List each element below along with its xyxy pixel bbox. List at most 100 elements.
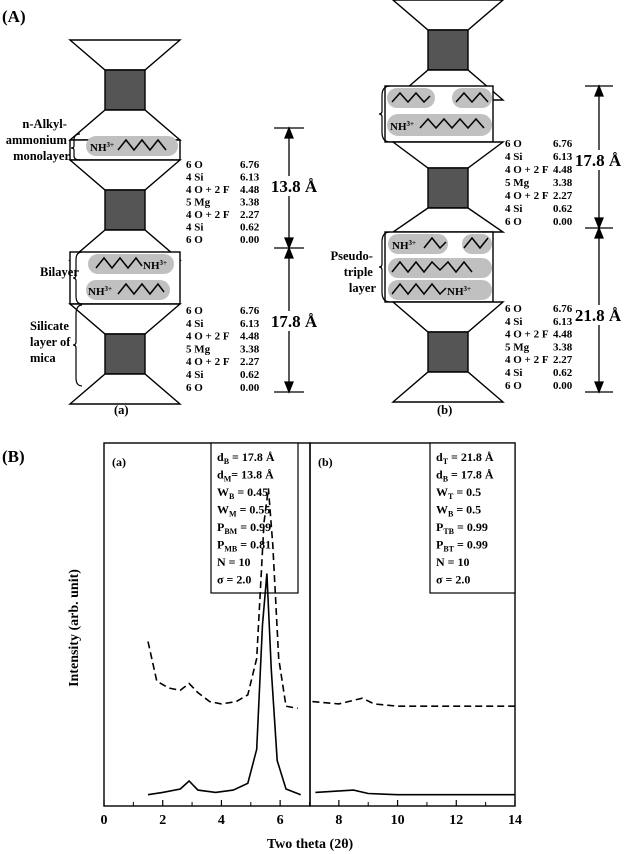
atom-row-label: 4 Si [505, 203, 522, 215]
atom-row-value: 4.48 [553, 164, 573, 176]
x-tick-label: 14 [508, 813, 522, 828]
fit-parameter: σ = 2.0 [217, 573, 251, 587]
silicate-label: Silicate layer of mica [30, 319, 74, 365]
atom-row-label: 5 Mg [505, 177, 530, 189]
fit-parameter: WT = 0.5 [436, 485, 481, 501]
d-spacing-monolayer: 13.8 Å [271, 177, 318, 196]
fit-parameter: dB = 17.8 Å [436, 468, 494, 484]
subfigure-b: NH3+ NH3+ NH3+ Pseudo- triple layer 6 O 6… [331, 0, 624, 417]
svg-text:NH3+: NH3+ [143, 259, 167, 272]
atom-row-label: 4 O + 2 F [505, 354, 549, 366]
fit-parameter: WB = 0.45 [217, 485, 268, 501]
atom-row-value: 6.13 [240, 172, 260, 184]
d-spacing-triple: 21.8 Å [575, 306, 622, 325]
atom-row-label: 6 O [186, 234, 203, 246]
pseudo-triple-label: Pseudo- triple layer [331, 249, 377, 295]
atom-row-label: 4 O + 2 F [186, 331, 230, 343]
atom-row-value: 0.00 [240, 382, 260, 394]
params-b: dT = 21.8 ÅdB = 17.8 ÅWT = 0.5WB = 0.5PT… [436, 450, 494, 587]
atom-row-value: 0.62 [553, 203, 573, 215]
atom-row-label: 6 O [505, 380, 522, 392]
atom-row-label: 4 Si [186, 222, 203, 234]
atom-row-value: 2.27 [553, 354, 573, 366]
atom-row-value: 0.62 [240, 369, 260, 381]
atom-row-label: 6 O [186, 382, 203, 394]
x-tick-label: 0 [101, 813, 108, 828]
fit-parameter: PBM = 0.99 [217, 520, 271, 536]
fit-parameter: dM= 13.8 Å [217, 468, 274, 484]
atom-row-label: 4 Si [505, 151, 522, 163]
plot-b-frame [309, 442, 516, 807]
atom-row-value: 6.13 [240, 318, 260, 330]
atom-row-label: 6 O [505, 216, 522, 228]
x-tick-label: 10 [391, 813, 405, 828]
alkyl-chain-triple-layer: NH3+ NH3+ [388, 234, 492, 300]
plot-b-label: (b) [318, 455, 333, 469]
atom-row-value: 0.62 [240, 222, 260, 234]
dashed-curve [312, 697, 515, 707]
plot-a-label: (a) [112, 455, 126, 469]
atom-row-value: 2.27 [240, 356, 260, 368]
d-spacing-arrows-b [585, 84, 613, 394]
atom-row-value: 4.48 [240, 184, 260, 196]
atom-row-value: 6.13 [553, 151, 573, 163]
atom-row-label: 6 O [505, 303, 522, 315]
atom-row-label: 6 O [505, 138, 522, 150]
atom-row-label: 4 Si [505, 367, 522, 379]
alkyl-chain-bilayer-b: NH3+ [387, 88, 492, 136]
atom-row-value: 0.00 [553, 216, 573, 228]
fit-parameter: N = 10 [436, 555, 470, 569]
fit-parameter: WB = 0.5 [436, 503, 481, 519]
ammonium-label: NH3+ [90, 141, 114, 154]
atom-row-value: 2.27 [553, 190, 573, 202]
fit-parameter: PTB = 0.99 [436, 520, 488, 536]
atom-row-value: 0.00 [240, 234, 260, 246]
solid-curve [315, 789, 515, 796]
atom-row-value: 0.62 [553, 367, 573, 379]
d-spacing-bilayer: 17.8 Å [271, 312, 318, 331]
d-spacing-arrows-a [274, 126, 304, 394]
atom-row-value: 2.27 [240, 209, 260, 221]
atom-row-value: 4.48 [240, 331, 260, 343]
atom-row-label: 5 Mg [186, 343, 211, 355]
d-spacing-bilayer-b: 17.8 Å [575, 151, 622, 170]
atom-row-label: 4 O + 2 F [186, 209, 230, 221]
subfigure-b-label: (b) [437, 403, 452, 417]
atom-row-label: 6 O [186, 159, 203, 171]
atom-row-value: 4.48 [553, 329, 573, 341]
svg-text:NH3+: NH3+ [390, 120, 414, 133]
x-tick-label: 12 [449, 813, 463, 828]
atom-row-label: 4 O + 2 F [186, 356, 230, 368]
alkyl-chain-monolayer: NH3+ [86, 136, 178, 156]
atom-row-value: 3.38 [553, 177, 573, 189]
fit-parameter: σ = 2.0 [436, 573, 470, 587]
svg-text:NH3+: NH3+ [447, 285, 471, 298]
atom-row-value: 3.38 [240, 197, 260, 209]
atom-row-label: 5 Mg [505, 341, 530, 353]
subfigure-a: NH3+ NH3+ NH3+ n-Alkyl- ammonium monolay… [6, 39, 318, 417]
svg-text:NH3+: NH3+ [392, 239, 416, 252]
bilayer-label: Bilayer [40, 265, 79, 279]
subfigure-a-label: (a) [114, 403, 129, 417]
svg-text:NH3+: NH3+ [88, 285, 112, 298]
atom-row-label: 4 Si [186, 172, 203, 184]
atom-row-label: 4 Si [186, 318, 203, 330]
x-tick-label: 8 [335, 813, 342, 828]
atom-row-value: 6.76 [553, 138, 573, 150]
atom-row-label: 4 Si [186, 369, 203, 381]
x-tick-label: 4 [218, 813, 225, 828]
atom-row-value: 3.38 [553, 341, 573, 353]
atom-row-label: 6 O [186, 305, 203, 317]
panel-b-label: (B) [2, 447, 25, 466]
x-axis-label: Two theta (2θ) [267, 837, 354, 852]
atom-row-value: 0.00 [553, 380, 573, 392]
atom-row-value: 6.13 [553, 316, 573, 328]
panel-a-label: (A) [2, 7, 26, 26]
atom-row-value: 6.76 [553, 303, 573, 315]
